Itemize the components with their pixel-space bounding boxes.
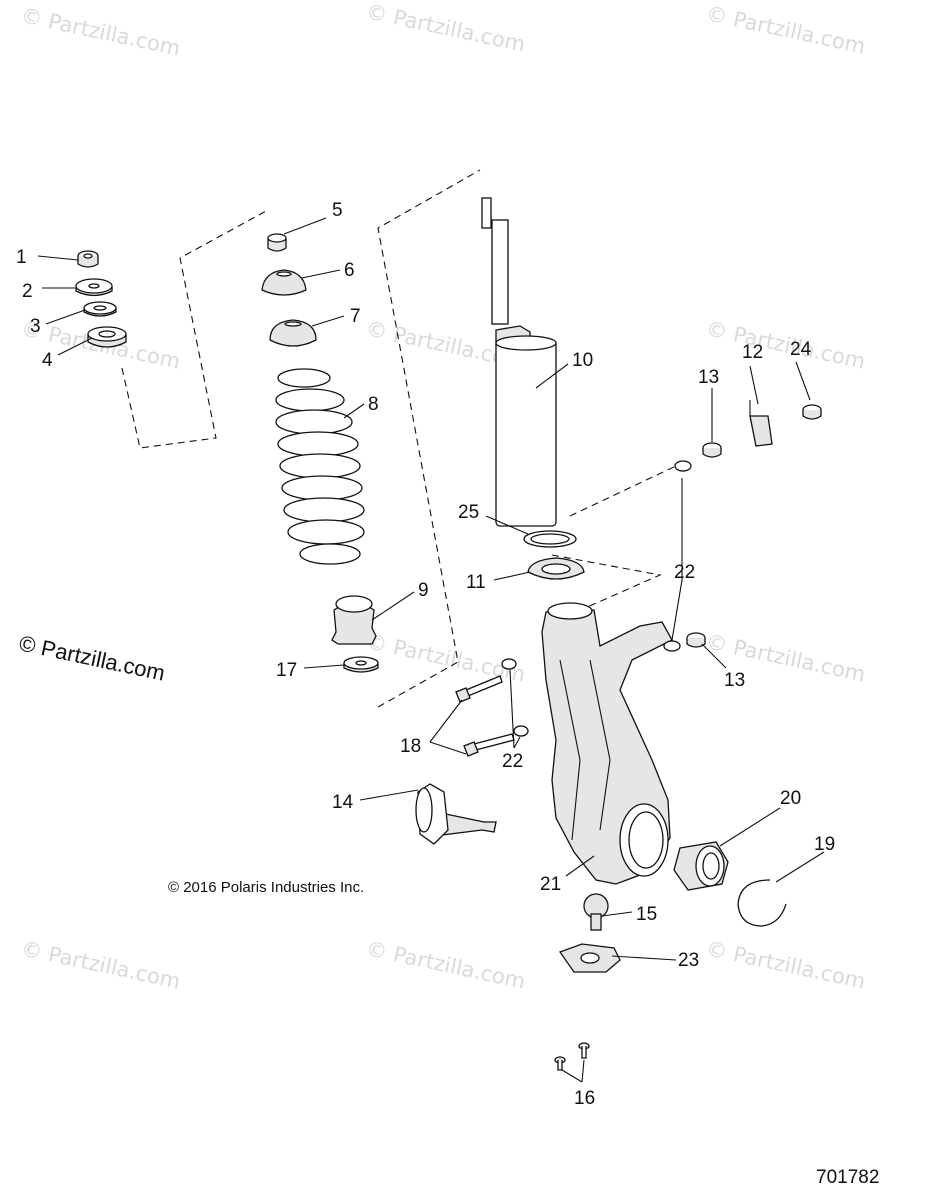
spring-retainer-part bbox=[269, 319, 317, 347]
watermark-text: © Partzilla.com bbox=[704, 936, 868, 993]
washer-part bbox=[75, 278, 113, 297]
watermark-group: © Partzilla.com © Partzilla.com © Partzi… bbox=[19, 0, 868, 994]
callout-6: 6 bbox=[344, 260, 355, 281]
leader-lines bbox=[37, 217, 825, 1083]
bolt-part bbox=[455, 675, 515, 757]
callout-15: 15 bbox=[636, 904, 657, 925]
callout-16: 16 bbox=[574, 1088, 595, 1109]
callout-22-right: 22 bbox=[674, 562, 695, 583]
callout-labels: 1 2 3 4 5 6 7 8 9 10 11 12 13 13 14 15 1… bbox=[16, 200, 835, 1109]
watermark-main: © Partzilla.com bbox=[17, 630, 167, 685]
ball-joint-part bbox=[583, 893, 609, 931]
top-nut-part bbox=[267, 233, 287, 252]
brake-line-clip-part bbox=[749, 400, 773, 447]
spring-seat-part bbox=[527, 557, 585, 580]
washer-part bbox=[501, 658, 529, 737]
callout-17: 17 bbox=[276, 660, 297, 681]
watermark-text: © Partzilla.com bbox=[19, 936, 183, 993]
callout-24: 24 bbox=[790, 339, 812, 360]
callout-9: 9 bbox=[418, 580, 429, 601]
nut-part bbox=[702, 442, 722, 458]
bushing-part bbox=[87, 326, 127, 348]
coil-spring-part bbox=[275, 368, 365, 565]
callout-23: 23 bbox=[678, 950, 699, 971]
nut-part bbox=[77, 250, 99, 268]
callout-7: 7 bbox=[350, 306, 361, 327]
callout-10: 10 bbox=[572, 350, 593, 371]
callout-18: 18 bbox=[400, 736, 421, 757]
callout-19: 19 bbox=[814, 834, 835, 855]
ball-joint-plate-part bbox=[558, 943, 621, 973]
callout-12: 12 bbox=[742, 342, 763, 363]
callout-1: 1 bbox=[16, 247, 27, 268]
callout-21: 21 bbox=[540, 874, 561, 895]
drawing-number: 701782 bbox=[816, 1167, 879, 1188]
callout-13-upper: 13 bbox=[698, 367, 719, 388]
watermark-text: © Partzilla.com bbox=[364, 0, 528, 57]
strut-part bbox=[481, 197, 557, 527]
washer-part bbox=[83, 301, 117, 317]
o-ring-part bbox=[523, 530, 577, 548]
callout-25: 25 bbox=[458, 502, 479, 523]
callout-4: 4 bbox=[42, 350, 53, 371]
assembly-dashed-lines bbox=[121, 169, 677, 708]
washer-part bbox=[663, 460, 692, 652]
screw-part bbox=[554, 1042, 590, 1071]
callout-20: 20 bbox=[780, 788, 801, 809]
callout-3: 3 bbox=[30, 316, 41, 337]
callout-8: 8 bbox=[368, 394, 379, 415]
watermark-text: © Partzilla.com bbox=[19, 3, 183, 60]
copyright-text: © 2016 Polaris Industries Inc. bbox=[168, 879, 364, 896]
splined-shaft-part bbox=[415, 783, 497, 845]
watermark-text: © Partzilla.com bbox=[364, 936, 528, 993]
callout-22-left: 22 bbox=[502, 751, 523, 772]
watermark-text: © Partzilla.com bbox=[704, 316, 868, 373]
nut-part bbox=[686, 632, 706, 648]
nut-part bbox=[802, 404, 822, 420]
callout-5: 5 bbox=[332, 200, 343, 221]
callout-13-lower: 13 bbox=[724, 670, 745, 691]
watermark-text: © Partzilla.com bbox=[364, 629, 528, 686]
callout-11: 11 bbox=[466, 572, 486, 593]
washer-part bbox=[343, 656, 379, 673]
snap-ring-part bbox=[737, 879, 787, 927]
callout-2: 2 bbox=[22, 281, 33, 302]
bump-stop-part bbox=[331, 595, 377, 645]
watermark-text: © Partzilla.com bbox=[704, 1, 868, 58]
spring-cap-part bbox=[261, 269, 307, 296]
wheel-bearing-part bbox=[673, 841, 729, 891]
steering-knuckle-part bbox=[541, 602, 673, 885]
callout-14: 14 bbox=[332, 792, 354, 813]
